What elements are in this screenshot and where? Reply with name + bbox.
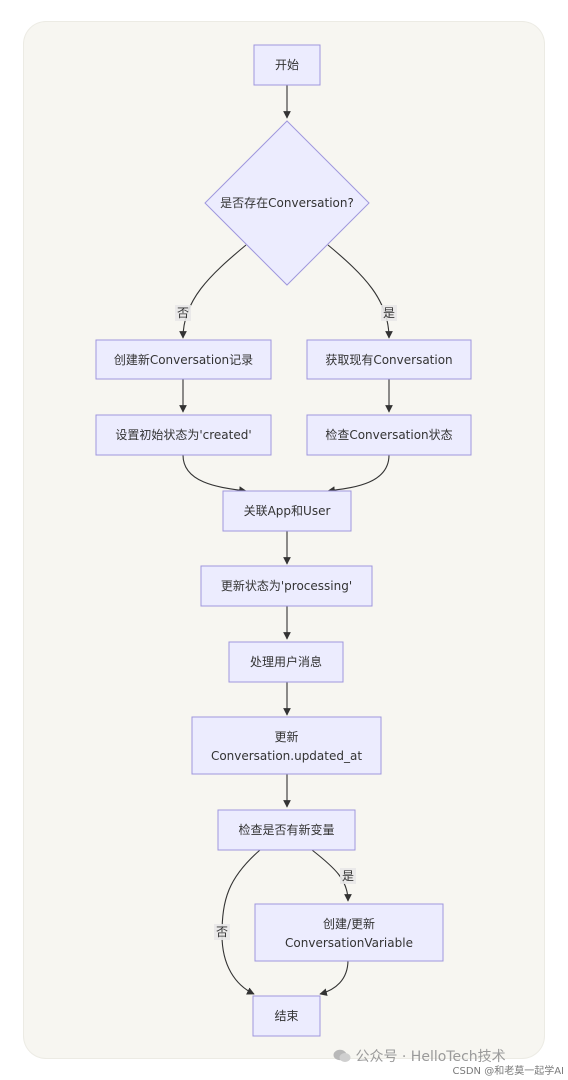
node-update-status-processing: 更新状态为'processing' — [200, 565, 373, 607]
watermark-text: 公众号 · HelloTech技术 — [355, 1049, 506, 1065]
node-update-timestamp: 更新 Conversation.updated_at — [191, 716, 382, 775]
edge-set-status-to-associate — [182, 454, 247, 494]
node-check-conversation-status: 检查Conversation状态 — [306, 414, 472, 456]
svg-text:创建新Conversation记录: 创建新Conversation记录 — [114, 352, 253, 367]
edge-check-status-to-associate — [327, 454, 390, 494]
svg-text:结束: 结束 — [274, 1009, 298, 1023]
node-process-message: 处理用户消息 — [228, 641, 344, 683]
svg-text:是: 是 — [342, 869, 354, 883]
node-end: 结束 — [252, 995, 321, 1037]
svg-text:否: 否 — [177, 306, 189, 320]
svg-text:Conversation.updated_at: Conversation.updated_at — [211, 749, 362, 763]
svg-text:是: 是 — [383, 306, 395, 320]
node-check-new-variables: 检查是否有新变量 — [217, 809, 356, 851]
node-get-conversation: 获取现有Conversation — [306, 339, 472, 380]
svg-text:否: 否 — [216, 925, 228, 939]
node-start: 开始 — [253, 44, 321, 86]
svg-text:更新: 更新 — [274, 729, 298, 744]
edge-label-yes-get: 是 — [381, 305, 397, 321]
node-decision-has-conversation: 是否存在Conversation? — [204, 120, 370, 286]
csdn-credit: CSDN @和老莫一起学AI — [452, 1066, 564, 1077]
wechat-watermark: 公众号 · HelloTech技术 — [333, 1046, 506, 1066]
svg-text:处理用户消息: 处理用户消息 — [250, 654, 322, 669]
edge-check-vars-to-create-var — [311, 849, 352, 902]
edge-create-var-to-end — [319, 959, 349, 996]
node-create-conversation: 创建新Conversation记录 — [95, 339, 272, 380]
svg-text:创建/更新: 创建/更新 — [323, 916, 375, 931]
svg-text:获取现有Conversation: 获取现有Conversation — [325, 353, 452, 367]
svg-text:关联App和User: 关联App和User — [244, 504, 331, 518]
edge-label-no-end: 否 — [214, 924, 230, 940]
edge-check-vars-to-end — [221, 849, 261, 995]
edge-label-yes-variable: 是 — [340, 868, 356, 884]
edge-decision-to-create — [179, 244, 247, 339]
svg-text:ConversationVariable: ConversationVariable — [285, 936, 413, 950]
svg-text:检查是否有新变量: 检查是否有新变量 — [238, 822, 334, 837]
wechat-icon — [333, 1049, 351, 1063]
edge-decision-to-get — [327, 244, 393, 339]
svg-text:更新状态为'processing': 更新状态为'processing' — [221, 578, 352, 593]
edge-label-no-create: 否 — [175, 305, 191, 321]
node-associate-app-user: 关联App和User — [222, 490, 352, 532]
svg-text:检查Conversation状态: 检查Conversation状态 — [325, 427, 452, 442]
node-create-update-variable: 创建/更新 ConversationVariable — [254, 903, 444, 962]
svg-text:是否存在Conversation?: 是否存在Conversation? — [220, 196, 354, 210]
svg-text:开始: 开始 — [275, 58, 299, 72]
edges — [179, 85, 393, 996]
svg-text:设置初始状态为'created': 设置初始状态为'created' — [115, 428, 251, 442]
node-set-initial-status: 设置初始状态为'created' — [95, 414, 272, 456]
